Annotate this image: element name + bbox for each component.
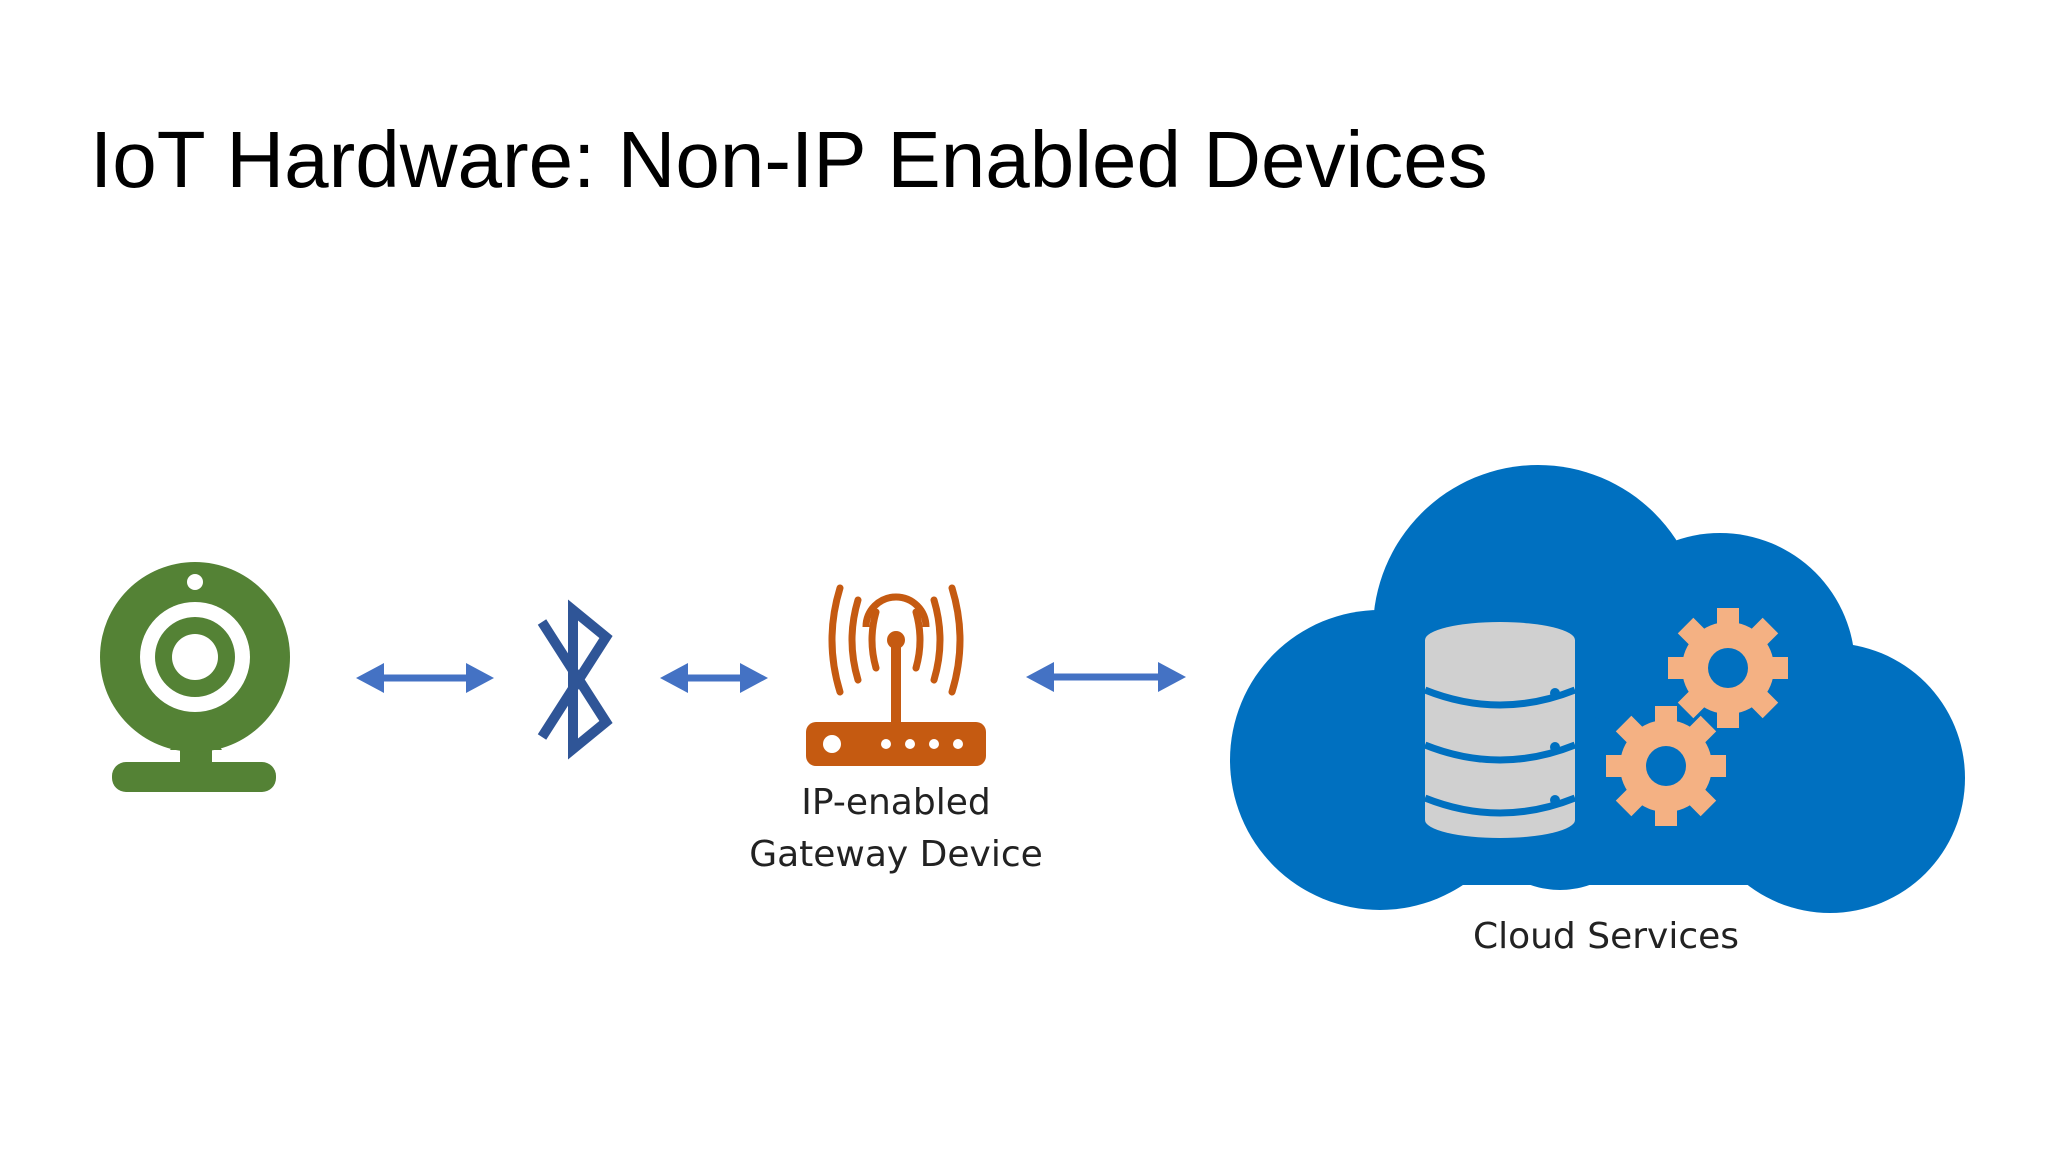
- slide-title: IoT Hardware: Non-IP Enabled Devices: [90, 115, 1488, 204]
- router-icon: [806, 584, 986, 766]
- cloud-label: Cloud Services: [1473, 916, 1739, 957]
- database-icon: [1423, 622, 1577, 838]
- bidirectional-arrow-3: [1026, 662, 1186, 692]
- gateway-label-line1: IP-enabled: [801, 782, 990, 823]
- bidirectional-arrow-1: [356, 663, 494, 693]
- bidirectional-arrow-2: [660, 663, 768, 693]
- gateway-label-line2: Gateway Device: [749, 834, 1043, 875]
- gears-icon: [1606, 608, 1788, 826]
- webcam-icon: [100, 562, 290, 792]
- bluetooth-icon: [537, 599, 613, 760]
- cloud-icon: [1230, 465, 1965, 913]
